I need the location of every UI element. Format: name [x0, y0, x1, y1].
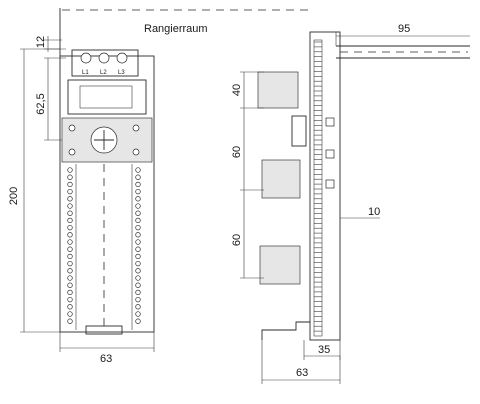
- side-bracket: [291, 115, 307, 147]
- dim-12-value: 12: [35, 36, 47, 48]
- terminal-hole: [135, 289, 141, 296]
- upper-module: [67, 79, 147, 115]
- terminal-hole: [67, 253, 73, 260]
- terminal-screw-l1: [80, 52, 92, 64]
- terminal-hole: [67, 181, 73, 188]
- terminal-hole: [135, 203, 141, 209]
- terminal-hole: [135, 296, 141, 303]
- dim-10-value: 10: [368, 206, 380, 218]
- terminal-hole: [67, 318, 73, 324]
- dim-63-front-value: 63: [100, 353, 112, 365]
- switch-screw-3: [132, 124, 140, 132]
- right-terminal-holes: [135, 167, 141, 324]
- terminal-hole: [67, 224, 73, 231]
- dim-35-value: 35: [318, 344, 330, 356]
- terminal-hole: [135, 224, 141, 231]
- switch-screw-2: [68, 148, 76, 156]
- terminal-hole: [135, 239, 141, 245]
- terminal-screw-l2: [98, 52, 110, 64]
- terminal-hole: [67, 289, 73, 296]
- dim-200-value: 200: [8, 187, 20, 205]
- side-body-outline: [309, 31, 341, 341]
- terminal-screw-l3: [116, 52, 128, 64]
- terminal-hole: [135, 174, 141, 180]
- wiring-space-label: Rangierraum: [144, 23, 208, 35]
- bottom-latch: [85, 325, 123, 335]
- terminal-hole: [67, 246, 73, 252]
- terminal-hole: [67, 260, 73, 267]
- indicator-1: [325, 117, 335, 127]
- terminal-hole: [67, 296, 73, 303]
- terminal-hole: [67, 210, 73, 216]
- terminal-hole: [67, 239, 73, 245]
- terminal-hole: [135, 253, 141, 260]
- dim-95-value: 95: [398, 23, 410, 35]
- side-module-1: [257, 71, 299, 109]
- side-module-2: [261, 159, 301, 199]
- dim-60-mid-value: 60: [231, 146, 243, 158]
- phase-label-l1: L1: [82, 70, 89, 76]
- terminal-hole: [135, 318, 141, 324]
- terminal-hole: [135, 210, 141, 216]
- terminal-hole: [135, 232, 141, 238]
- terminal-hole: [135, 217, 141, 224]
- terminal-hole: [135, 188, 141, 195]
- indicator-2: [325, 149, 335, 159]
- switch-screw-1: [68, 124, 76, 132]
- left-terminal-holes: [67, 167, 73, 324]
- side-terminal-strip: [313, 39, 323, 337]
- terminal-hole: [67, 282, 73, 288]
- terminal-hole: [67, 304, 73, 310]
- dim-40-value: 40: [231, 84, 243, 96]
- terminal-hole: [67, 167, 73, 173]
- terminal-hole: [67, 217, 73, 224]
- terminal-hole: [67, 188, 73, 195]
- terminal-hole: [67, 203, 73, 209]
- terminal-hole: [67, 268, 73, 274]
- front-view: Rangierraum 12 62,5 200 L1 L2 L3: [8, 8, 312, 365]
- terminal-hole: [135, 246, 141, 252]
- terminal-hole: [135, 268, 141, 274]
- top-terminal-block: [71, 49, 139, 77]
- terminal-hole: [135, 282, 141, 288]
- terminal-hole: [67, 174, 73, 180]
- terminal-hole: [135, 311, 141, 317]
- dim-60-low-value: 60: [231, 234, 243, 246]
- terminal-hole: [135, 275, 141, 281]
- phase-label-l3: L3: [118, 70, 125, 76]
- terminal-hole: [67, 196, 73, 202]
- mounting-foot: [261, 321, 310, 340]
- terminal-hole: [135, 181, 141, 188]
- dim-63-side-value: 63: [296, 367, 308, 379]
- indicator-3: [325, 179, 335, 189]
- terminal-hole: [135, 167, 141, 173]
- phase-label-l2: L2: [100, 70, 107, 76]
- side-terminal-ticks: [314, 41, 322, 332]
- terminal-hole: [67, 311, 73, 317]
- terminal-hole: [135, 196, 141, 202]
- terminal-hole: [135, 304, 141, 310]
- terminal-hole: [67, 275, 73, 281]
- terminal-hole: [67, 232, 73, 238]
- side-view: 95 40 60 60 10 35: [231, 23, 470, 384]
- terminal-hole: [135, 260, 141, 267]
- upper-module-window: [79, 85, 133, 109]
- side-module-3: [259, 245, 301, 285]
- switch-screw-4: [132, 148, 140, 156]
- dim-62-5-value: 62,5: [35, 93, 47, 114]
